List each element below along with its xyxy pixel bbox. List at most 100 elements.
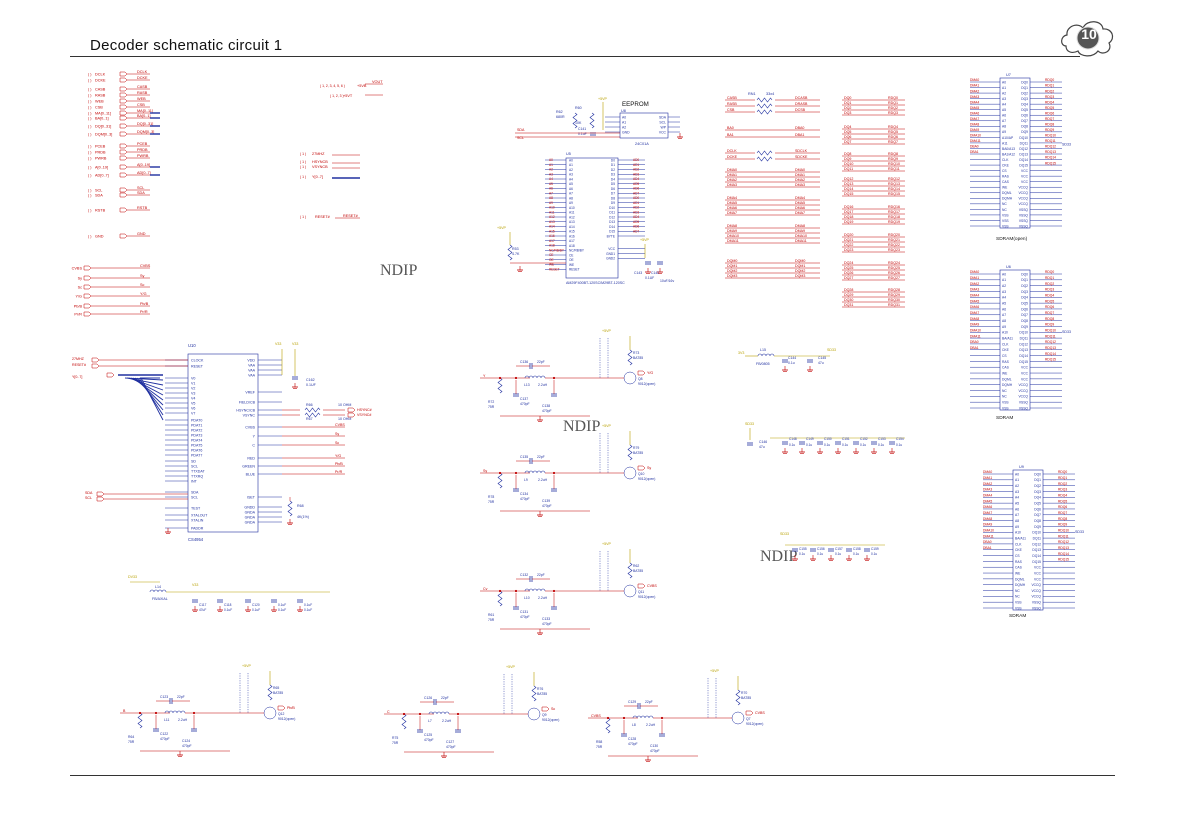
filter-input-label: Y (483, 374, 486, 378)
pin-name: VSSQ (1019, 401, 1029, 405)
rdq-label: RDQ7 (888, 140, 898, 144)
pin-net: A13 (549, 220, 555, 224)
dq-label: DQ27 (844, 276, 853, 280)
net-label-left: PWRB (95, 157, 107, 161)
junction-dot (138, 711, 142, 715)
res-ref: R70 (741, 691, 747, 695)
pin-net: RDQ12 (1045, 145, 1056, 149)
pin-name: A5 (1002, 108, 1006, 112)
pin-name: A4 (1015, 496, 1019, 500)
pin-net: RDQ14 (1045, 352, 1056, 356)
pin-net: DMA4 (970, 100, 979, 104)
net-label-right: DQ[0..31] (137, 122, 153, 126)
rdq-label: RDQ19 (888, 220, 900, 224)
filter-output-label: Sc (551, 707, 555, 711)
pin-name: CS (1002, 169, 1007, 173)
res-ref: R72 (488, 400, 494, 404)
pin-name: VCCQ (1018, 202, 1028, 206)
filter-output-label: Sy (647, 466, 651, 470)
pin-name: VSS (1015, 606, 1022, 610)
pin-name: A8 (1015, 519, 1019, 523)
resistor-icon (627, 562, 633, 579)
net-label-left: AD[0..7] (95, 174, 109, 178)
pin-net: DBA1 (970, 150, 979, 154)
pin-net: DMA3 (983, 488, 992, 492)
video-net-label: Pr/R (335, 470, 343, 474)
net-label-left: RSTB (95, 209, 106, 213)
pin-net: RDQ0 (1058, 470, 1067, 474)
cap-ref: C126 (424, 696, 432, 700)
net-label-left: CASB (95, 88, 106, 92)
net-label: CSB (727, 108, 735, 112)
resistor-icon (756, 156, 773, 162)
pin-name: PADDR (191, 527, 204, 531)
pin-name: A6 (569, 187, 573, 191)
net-label-left: DCLK (95, 73, 106, 77)
net-label: DCSB (795, 108, 806, 112)
dq-label: DQ6 (844, 135, 851, 139)
pin-net: DMA5 (970, 299, 979, 303)
pin-name: V6 (191, 407, 195, 411)
net-label-right: MA[0..11] (137, 109, 153, 113)
net-ref: ( 1 ) (300, 175, 306, 179)
pin-name: VCCQ (1031, 595, 1041, 599)
watermark-text: NDIP (760, 548, 798, 565)
pin-name: VSSQ (1019, 224, 1029, 228)
net-ref: ( ) (88, 88, 91, 92)
pin-name: A7 (1002, 119, 1006, 123)
cap-ref: C124 (182, 739, 190, 743)
net-label-right: RSTB (137, 206, 148, 210)
rdq-label: RDQ14 (888, 187, 900, 191)
pin-name: A13 (569, 220, 575, 224)
resistor-icon (589, 112, 595, 129)
pin-name: A2 (1002, 91, 1006, 95)
cap-ref: C134 (520, 492, 528, 496)
pin-name: TTXRQ (191, 475, 203, 479)
pin-name: RED (247, 457, 255, 461)
res-value: 4K(1%) (297, 515, 309, 519)
pin-name: BA/A11 (1015, 536, 1026, 540)
pin-net: RDQ8 (1045, 123, 1054, 127)
res-value: 10K (575, 121, 582, 125)
net-label: DMA8 (795, 224, 805, 228)
pin-name: WE (1015, 571, 1021, 575)
pin-net: DMA9 (970, 323, 979, 327)
pin-net: RDQ5 (1045, 299, 1054, 303)
inductor-value: FB/0805 (756, 362, 770, 366)
pin-net: DMA2 (970, 89, 979, 93)
filter-output-label: CVBS (755, 711, 765, 715)
net-label-right: BA[0..1] (137, 114, 151, 118)
filter-input-label: CVBS (591, 714, 601, 718)
pin-name: A2 (569, 168, 573, 172)
pin-name: A5 (1002, 302, 1006, 306)
pin-name: DQML (1015, 577, 1025, 581)
pin-name: VAA (248, 369, 256, 373)
pin-name: DQ15 (1019, 360, 1028, 364)
dq-label: DQ19 (844, 220, 853, 224)
pin-name: DQ1 (1021, 86, 1028, 90)
dq-label: DQ25 (844, 266, 853, 270)
rdq-label: RDQ22 (888, 243, 900, 247)
pin-name: D9 (611, 201, 615, 205)
pin-net: A18 (549, 244, 555, 248)
pin-name: A2 (1015, 484, 1019, 488)
pin-name: BYTE (607, 234, 615, 238)
net-label: DMA2 (727, 178, 737, 182)
pin-net: DMA7 (970, 311, 979, 315)
pin-net: RDQ4 (1045, 294, 1054, 298)
net-label: DQM1 (727, 264, 737, 268)
watermark-text: NDIP (380, 262, 418, 279)
cap-value: 0.1u (788, 361, 795, 365)
pin-name: A5 (569, 182, 573, 186)
pin-net: DMA1 (970, 276, 979, 280)
pin-name: D2 (611, 168, 615, 172)
inductor-value: FB/AXIAL (152, 597, 168, 601)
pin-net: RDQ12 (1045, 340, 1056, 344)
net-label-left: GND (95, 235, 104, 239)
pin-name: VCC (1021, 175, 1029, 179)
pin-name: VCC (1034, 571, 1042, 575)
pin-net: DMA8 (970, 123, 979, 127)
junction-dot (552, 376, 556, 380)
pin-net: AD7 (633, 229, 639, 233)
net-label: DMA10 (795, 234, 807, 238)
